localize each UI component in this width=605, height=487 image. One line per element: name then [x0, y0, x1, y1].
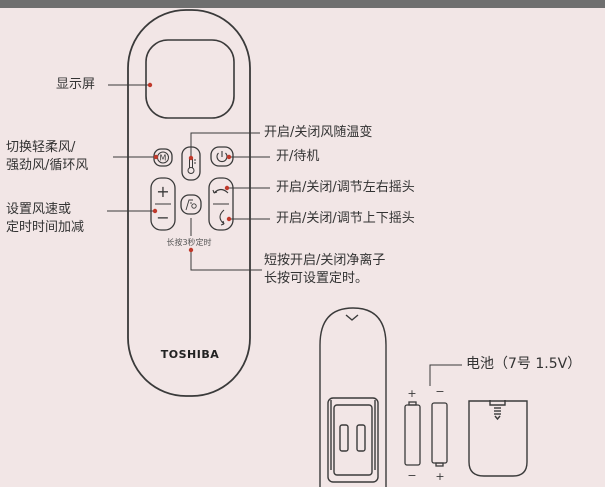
callout-dots	[147, 82, 232, 253]
label-temp-follow: 开启/关闭风随温变	[264, 125, 373, 140]
battery-left-minus: −	[407, 469, 416, 482]
battery-cover	[468, 400, 528, 477]
label-ion-line1: 短按开启/关闭净离子	[264, 253, 386, 268]
top-border-bar	[0, 0, 605, 8]
power-icon	[216, 151, 228, 163]
hold-hint-text: 长按3秒定时	[166, 237, 211, 247]
label-ion-line2: 长按可设置定时。	[264, 271, 369, 286]
display-screen	[145, 39, 235, 119]
ion-icon	[185, 199, 197, 211]
battery-left-plus: +	[407, 387, 416, 400]
mode-icon: M	[160, 154, 167, 163]
battery-left	[404, 401, 421, 466]
label-mode-line1: 切换轻柔风/	[6, 140, 76, 155]
label-speed-line1: 设置风速或	[6, 202, 72, 217]
label-swing-ud: 开启/关闭/调节上下摇头	[276, 211, 415, 226]
label-power: 开/待机	[276, 149, 320, 164]
swing-up-down-icon	[219, 209, 225, 226]
callout-lines	[107, 84, 462, 386]
brand-logo: TOSHIBA	[161, 348, 219, 361]
speed-minus-icon: −	[156, 208, 169, 227]
label-battery: 电池（7号 1.5V）	[466, 356, 582, 372]
speed-rocker-button[interactable]	[150, 177, 176, 231]
speed-plus-icon: +	[156, 182, 169, 201]
swing-rocker-button[interactable]	[208, 177, 234, 231]
remote-body	[127, 9, 251, 397]
ion-button[interactable]	[180, 194, 202, 215]
battery-right-minus: −	[435, 385, 444, 398]
label-mode-line2: 强劲风/循环风	[6, 158, 89, 173]
battery-right	[431, 402, 448, 467]
swing-left-right-icon	[212, 188, 229, 194]
label-swing-lr: 开启/关闭/调节左右摇头	[276, 180, 415, 195]
battery-right-plus: +	[435, 470, 444, 483]
label-display: 显示屏	[56, 77, 96, 92]
remote-back-view	[319, 307, 387, 487]
label-speed-line2: 定时时间加减	[6, 220, 85, 235]
